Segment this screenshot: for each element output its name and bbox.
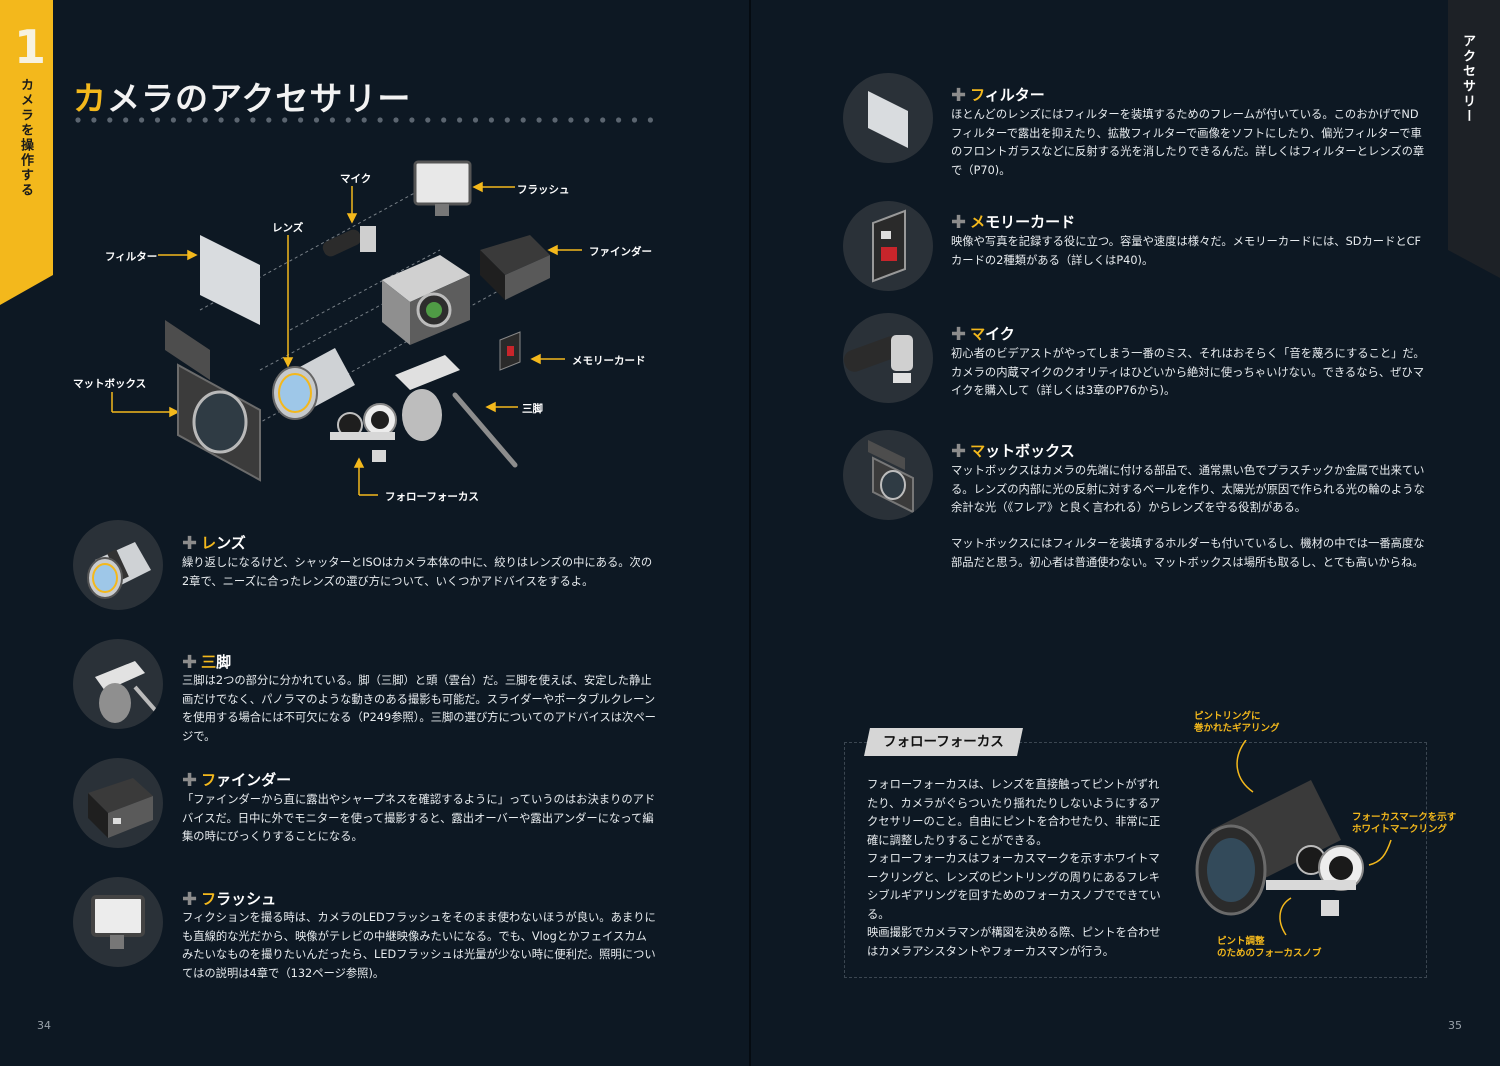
underline-dot (154, 117, 161, 123)
page-number-right: 35 (1448, 1019, 1462, 1032)
label-white-ring: フォーカスマークを示す ホワイトマークリング (1352, 812, 1457, 835)
label-mattebox: マットボックス (73, 378, 147, 390)
label-filter: フィルター (105, 251, 158, 263)
follow-focus-box (844, 742, 1427, 978)
label-flash: フラッシュ (517, 184, 570, 196)
side-tab-label: アクセサリー (1460, 34, 1475, 124)
underline-dot (600, 117, 606, 123)
underline-dot (282, 117, 288, 123)
chapter-tab (0, 0, 53, 305)
title-underline-dots (75, 117, 654, 123)
underline-dot (536, 117, 542, 123)
underline-dot (75, 117, 81, 123)
section-title-mattebox: ✚マットボックス (951, 441, 1075, 462)
label-finder: ファインダー (589, 246, 652, 258)
section-text-lens: 繰り返しになるけど、シャッターとISOはカメラ本体の中に、絞りはレンズの中にある… (182, 556, 653, 588)
title-accent: カ (73, 79, 107, 118)
underline-dot (488, 117, 494, 123)
page-title: カメラのアクセサリー (73, 72, 411, 120)
follow-focus-text: フォローフォーカスは、レンズを直接触ってピントがずれたり、カメラがぐらついたり揺… (867, 778, 1161, 958)
finder-icon (73, 758, 163, 848)
underline-dot (345, 117, 351, 123)
underline-dot (234, 117, 240, 123)
label-gear-ring: ピントリングに 巻かれたギアリング (1194, 711, 1280, 734)
flash-icon (73, 877, 163, 967)
title-rest: メラのアクセサリー (107, 79, 412, 118)
underline-dot (361, 117, 367, 123)
section-title-flash: ✚フラッシュ (182, 889, 277, 910)
label-tripod: 三脚 (522, 403, 543, 415)
underline-dot (631, 117, 638, 123)
section-title-filter: ✚フィルター (951, 85, 1045, 106)
section-text-filter: ほとんどのレンズにはフィルターを装填するためのフレームが付いている。このおかげで… (951, 108, 1425, 177)
page-number-left: 34 (37, 1019, 51, 1032)
underline-dot (91, 117, 97, 123)
underline-dot (520, 117, 526, 123)
underline-dot (425, 117, 431, 123)
mic-icon (843, 313, 933, 403)
section-text-tripod: 三脚は2つの部分に分かれている。脚（三脚）と頭（雲台）だ。三脚を使えば、安定した… (182, 674, 656, 743)
label-focus-knob: ピント調整 のためのフォーカスノブ (1217, 936, 1322, 959)
section-text-mattebox-2: マットボックスにはフィルターを装填するホルダーも付いているし、機材の中では一番高… (951, 537, 1425, 569)
follow-focus-illustration (1195, 740, 1392, 936)
underline-dot (123, 117, 129, 123)
section-side-tab (1448, 0, 1500, 278)
underline-dot (584, 117, 590, 123)
chapter-number: 1 (14, 20, 47, 74)
section-title-mic: ✚マイク (951, 324, 1015, 345)
section-text-mic: 初心者のビデアストがやってしまう一番のミス、それはおそらく「音を蔑ろにすること」… (951, 347, 1425, 397)
underline-dot (202, 117, 208, 123)
underline-dot (107, 117, 113, 123)
underline-dot (250, 117, 256, 123)
label-memory: メモリーカード (572, 355, 646, 367)
underline-dot (457, 117, 463, 123)
underline-dot (298, 117, 304, 123)
section-text-flash: フィクションを撮る時は、カメラのLEDフラッシュをそのまま使わないほうが良い。あ… (182, 911, 656, 980)
section-text-memory: 映像や写真を記録する役に立つ。容量や速度は様々だ。メモリーカードには、SDカード… (951, 235, 1422, 267)
underline-dot (472, 117, 479, 123)
filter-icon (843, 73, 933, 163)
underline-dot (218, 117, 224, 123)
underline-dot (186, 117, 192, 123)
underline-dot (170, 117, 176, 123)
left-page: 1 カメラを操作する カメラのアクセサリー (0, 0, 749, 1066)
underline-dot (329, 117, 335, 123)
underline-dot (313, 117, 320, 123)
accessory-diagram (111, 160, 582, 496)
underline-dot (616, 117, 622, 123)
label-lens: レンズ (272, 222, 304, 234)
section-title-lens: ✚レンズ (182, 533, 246, 554)
underline-dot (409, 117, 415, 123)
lens-icon (73, 520, 163, 610)
right-page: アクセサリー ✚フィルター ほとんどのレンズにはフィルターを装填するためのフレー… (751, 0, 1500, 1066)
follow-focus-tag: フォローフォーカス (864, 728, 1023, 756)
section-title-tripod: ✚三脚 (182, 652, 232, 673)
underline-dot (441, 117, 447, 123)
underline-dot (647, 117, 654, 123)
section-text-mattebox: マットボックスはカメラの先端に付ける部品で、通常黒い色でプラスチックか金属で出来… (951, 464, 1425, 514)
underline-dot (568, 117, 574, 123)
underline-dot (552, 117, 558, 123)
mattebox-icon (843, 430, 933, 520)
underline-dot (266, 117, 272, 123)
section-title-memory: ✚メモリーカード (951, 212, 1076, 233)
underline-dot (377, 117, 383, 123)
memory-card-icon (843, 201, 933, 291)
label-mic: マイク (340, 173, 372, 185)
label-follow-focus: フォローフォーカス (385, 491, 479, 503)
underline-dot (139, 117, 145, 123)
book-spine (749, 0, 751, 1066)
underline-dot (393, 117, 399, 123)
section-title-finder: ✚ファインダー (182, 770, 292, 791)
chapter-label: カメラを操作する (18, 78, 33, 198)
underline-dot (504, 117, 510, 123)
tripod-icon (73, 639, 163, 729)
section-text-finder: 「ファインダーから直に露出やシャープネスを確認するように」っていうのはお決まりの… (182, 793, 656, 843)
